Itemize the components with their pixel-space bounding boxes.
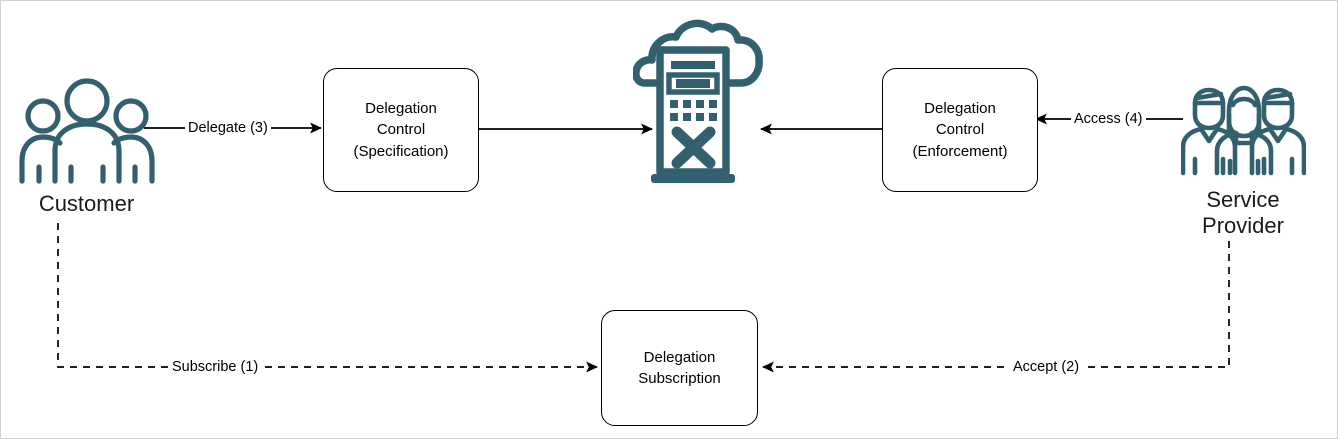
box-delegation-subscription[interactable]: Delegation Subscription bbox=[601, 310, 758, 426]
edge-subscribe bbox=[57, 223, 598, 373]
edge-label-delegate: Delegate (3) bbox=[185, 120, 271, 137]
edge-label-access: Access (4) bbox=[1071, 111, 1146, 128]
box-enf-line-1: Delegation bbox=[924, 100, 996, 118]
box-spec-line-3: (Specification) bbox=[353, 142, 449, 160]
box-sub-line-1: Delegation bbox=[643, 348, 716, 366]
box-spec-line-1: Delegation bbox=[365, 100, 437, 118]
box-spec-line-2: Control bbox=[376, 121, 426, 139]
cloud-service-node bbox=[632, 13, 763, 191]
edge-accept bbox=[762, 241, 1230, 373]
box-delegation-control-specification[interactable]: Delegation Control (Specification) bbox=[323, 68, 479, 192]
box-enf-line-2: Control bbox=[935, 121, 985, 139]
edge-label-accept: Accept (2) bbox=[1010, 359, 1083, 376]
box-delegation-control-enforcement[interactable]: Delegation Control (Enforcement) bbox=[882, 68, 1038, 192]
actor-service-provider: Service Provider bbox=[1179, 81, 1307, 239]
actor-customer: Customer bbox=[14, 75, 159, 217]
cloud-server-kiosk-icon bbox=[632, 19, 763, 183]
actor-customer-label: Customer bbox=[38, 191, 135, 216]
group-of-people-icon bbox=[18, 78, 155, 184]
box-enf-line-3: (Enforcement) bbox=[912, 142, 1008, 160]
actor-service-provider-label: Service Provider bbox=[1202, 187, 1284, 238]
box-sub-line-2: Subscription bbox=[638, 370, 721, 387]
service-staff-group-icon bbox=[1180, 85, 1306, 176]
edge-label-subscribe: Subscribe (1) bbox=[169, 359, 262, 376]
